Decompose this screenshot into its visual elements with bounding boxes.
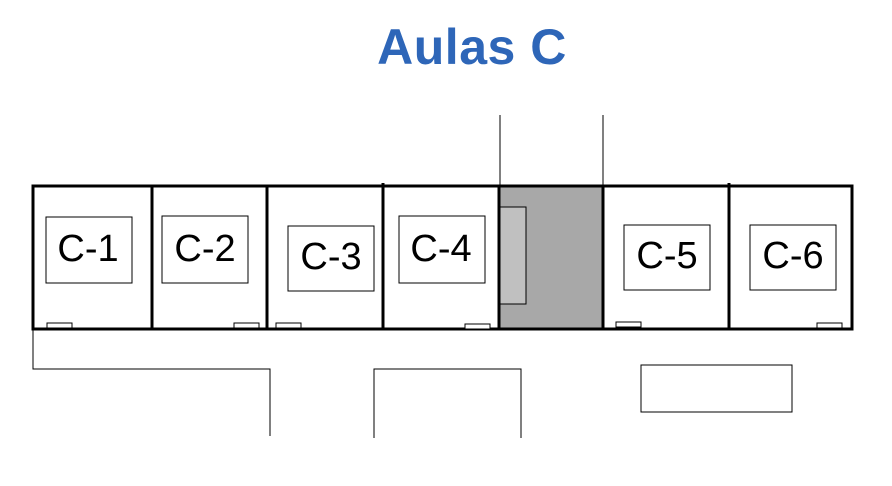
door-marker-c2	[233, 322, 260, 329]
room-label-c6: C-6	[762, 235, 823, 277]
room-label-c5: C-5	[636, 235, 697, 277]
plan-title: Aulas C	[377, 19, 567, 75]
room-label-box-c4	[398, 215, 486, 284]
room-label-box-c6	[749, 224, 837, 291]
lower-right-structure	[640, 364, 793, 413]
door-marker-c6	[816, 322, 843, 329]
room-label-c2: C-2	[174, 228, 235, 270]
lower-center-structure	[373, 368, 522, 438]
room-label-box-c3	[287, 225, 375, 292]
room-label-box-c1	[45, 216, 133, 284]
door-marker-c3	[275, 322, 302, 329]
door-marker-c4	[464, 323, 491, 330]
door-marker-c1	[46, 322, 73, 329]
room-label-c1: C-1	[57, 228, 118, 270]
lower-left-structure	[32, 329, 271, 436]
door-marker-c5	[615, 321, 642, 328]
room-label-c4: C-4	[410, 228, 471, 270]
room-label-c3: C-3	[300, 236, 361, 278]
room-label-box-c2	[161, 215, 249, 284]
stairwell-inner	[499, 206, 527, 305]
building-outline	[31, 184, 854, 331]
room-label-box-c5	[623, 224, 711, 291]
